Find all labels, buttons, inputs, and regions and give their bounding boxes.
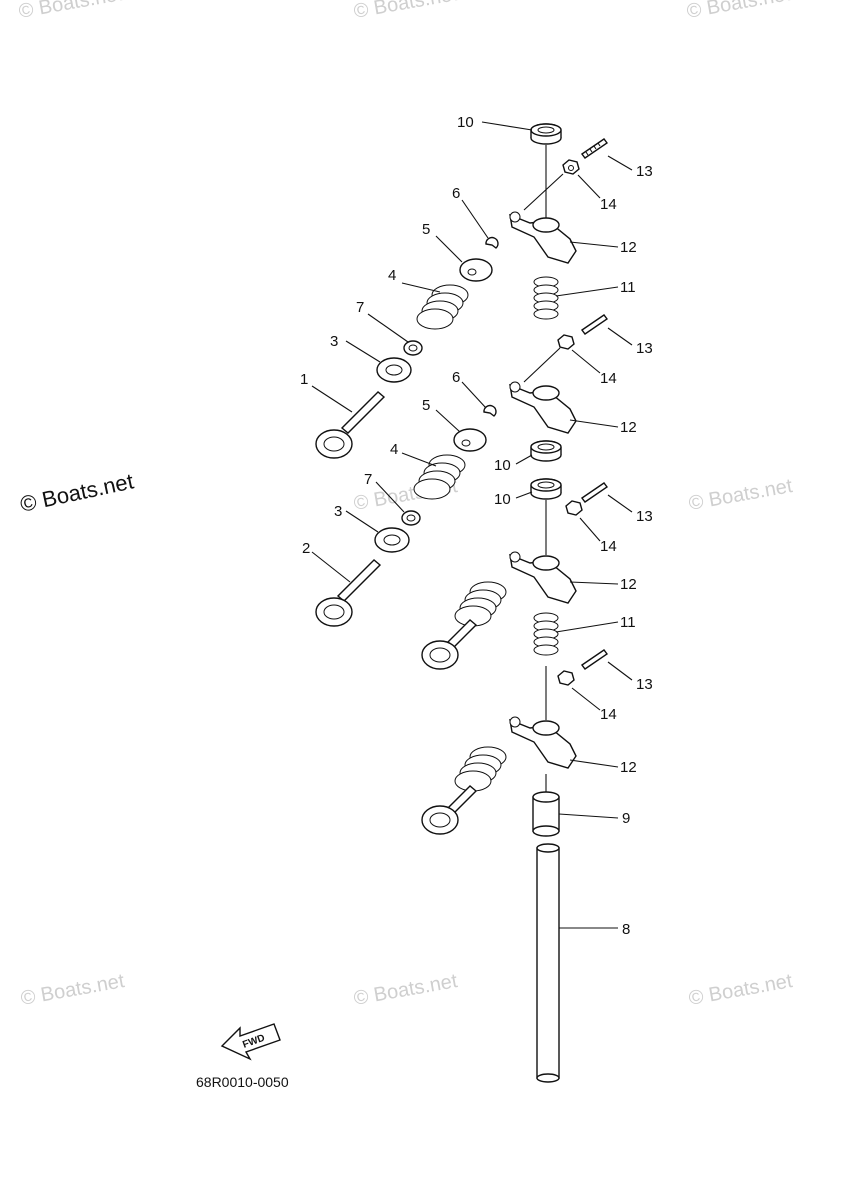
assembly-axis [523, 173, 564, 211]
valve-assembly [421, 581, 507, 670]
part-7-seal [401, 510, 421, 526]
part-12-rocker-arm [509, 211, 577, 264]
callout-12: 12 [620, 759, 637, 776]
watermark: © Boats.net [687, 970, 794, 1010]
callout-14: 14 [600, 706, 617, 723]
part-9-lifter [532, 791, 560, 837]
fwd-arrow-icon: FWD [220, 1023, 281, 1061]
part-5-retainer [459, 258, 493, 282]
part-6-cotter [483, 404, 497, 417]
callout-5: 5 [422, 397, 430, 414]
part-12-rocker-arm [509, 381, 577, 434]
part-6-cotter [485, 236, 499, 249]
assembly-axis [523, 347, 561, 383]
callout-8: 8 [622, 921, 630, 938]
watermark-main: © Boats.net [18, 468, 136, 516]
part-13-screw [581, 314, 608, 335]
callout-11: 11 [620, 614, 636, 631]
callout-4: 4 [388, 267, 396, 284]
part-10-cap [530, 440, 562, 462]
watermark: © Boats.net [352, 970, 459, 1010]
callout-13: 13 [636, 163, 653, 180]
callout-10: 10 [457, 114, 474, 131]
part-14-nut [565, 500, 583, 516]
part-3-seat [374, 527, 410, 553]
watermark: © Boats.net [19, 970, 126, 1010]
callout-13: 13 [636, 676, 653, 693]
callout-14: 14 [600, 196, 617, 213]
callout-14: 14 [600, 370, 617, 387]
part-10-cap [530, 123, 562, 145]
part-5-retainer [453, 428, 487, 452]
watermark: © Boats.net [17, 0, 124, 23]
part-10-cap [530, 478, 562, 500]
callout-7: 7 [356, 299, 364, 316]
callout-4: 4 [390, 441, 398, 458]
part-2-valve [315, 559, 382, 627]
callout-7: 7 [364, 471, 372, 488]
callout-13: 13 [636, 508, 653, 525]
callout-14: 14 [600, 538, 617, 555]
part-12-rocker-arm [509, 716, 577, 769]
part-13-screw [581, 649, 608, 670]
callout-labels: 10 13 14 12 6 5 4 7 3 1 11 13 14 12 6 5 … [300, 114, 653, 938]
part-13-screw [581, 138, 608, 159]
part-14-nut [557, 334, 575, 350]
callout-11: 11 [620, 279, 636, 296]
watermark: © Boats.net [687, 475, 794, 515]
part-13-screw [581, 482, 608, 503]
part-8-pushrod [536, 843, 560, 1083]
watermark: © Boats.net [352, 0, 459, 23]
part-11-spring [533, 612, 559, 656]
part-1-valve [315, 391, 386, 459]
part-14-nut [562, 159, 580, 175]
callout-6: 6 [452, 185, 460, 202]
part-14-nut [557, 670, 575, 686]
callout-9: 9 [622, 810, 630, 827]
diagram-code: 68R0010-0050 [196, 1074, 289, 1090]
watermark: © Boats.net [685, 0, 792, 23]
part-12-rocker-arm [509, 551, 577, 604]
callout-10: 10 [494, 457, 511, 474]
valve-assembly [421, 746, 507, 835]
callout-6: 6 [452, 369, 460, 386]
callout-1: 1 [300, 371, 308, 388]
callout-12: 12 [620, 239, 637, 256]
callout-13: 13 [636, 340, 653, 357]
part-3-seat [376, 357, 412, 383]
callout-2: 2 [302, 540, 310, 557]
callout-12: 12 [620, 419, 637, 436]
part-7-seal [403, 340, 423, 356]
leader-lines [311, 121, 633, 929]
callout-3: 3 [334, 503, 342, 520]
part-4-spring [413, 454, 466, 500]
part-11-spring [533, 276, 559, 320]
callout-12: 12 [620, 576, 637, 593]
callout-5: 5 [422, 221, 430, 238]
callout-3: 3 [330, 333, 338, 350]
part-4-spring [416, 284, 469, 330]
callout-10: 10 [494, 491, 511, 508]
